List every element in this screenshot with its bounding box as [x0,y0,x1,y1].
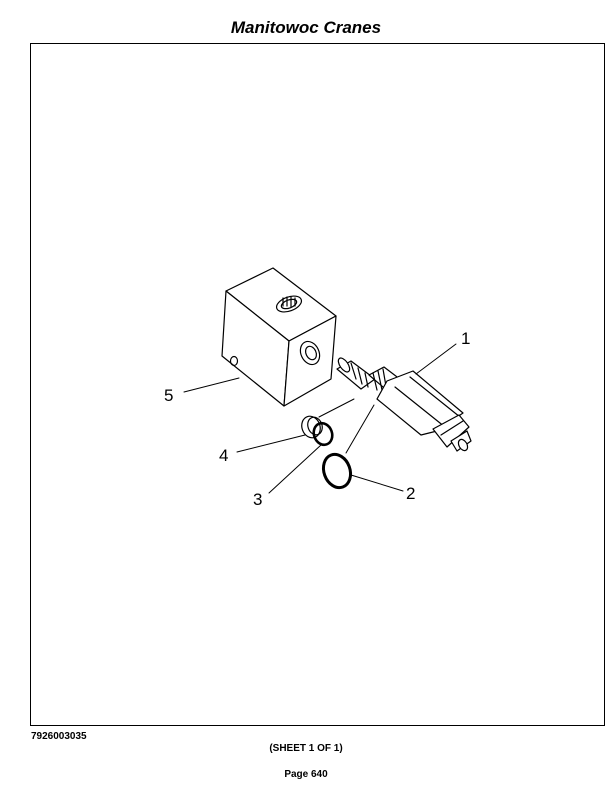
sheet-indicator: (SHEET 1 OF 1) [269,743,343,754]
part-1-cartridge-valve [336,357,472,452]
leader-lines [183,343,457,494]
part-4-plug [301,415,323,439]
diagram-frame: 1 2 3 4 5 [30,43,605,726]
callout-2: 2 [406,484,415,503]
part-2-large-o-ring [321,452,353,490]
exploded-parts-diagram: 1 2 3 4 5 [164,267,472,509]
part-3-small-o-ring [312,421,334,447]
callout-4: 4 [219,446,228,465]
callout-3: 3 [253,490,262,509]
callout-1: 1 [461,329,470,348]
document-number: 7926003035 [31,731,87,742]
callout-5: 5 [164,386,173,405]
page-header-title: Manitowoc Cranes [230,18,382,37]
part-5-valve-block [221,267,337,407]
page-number: Page 640 [284,769,328,780]
